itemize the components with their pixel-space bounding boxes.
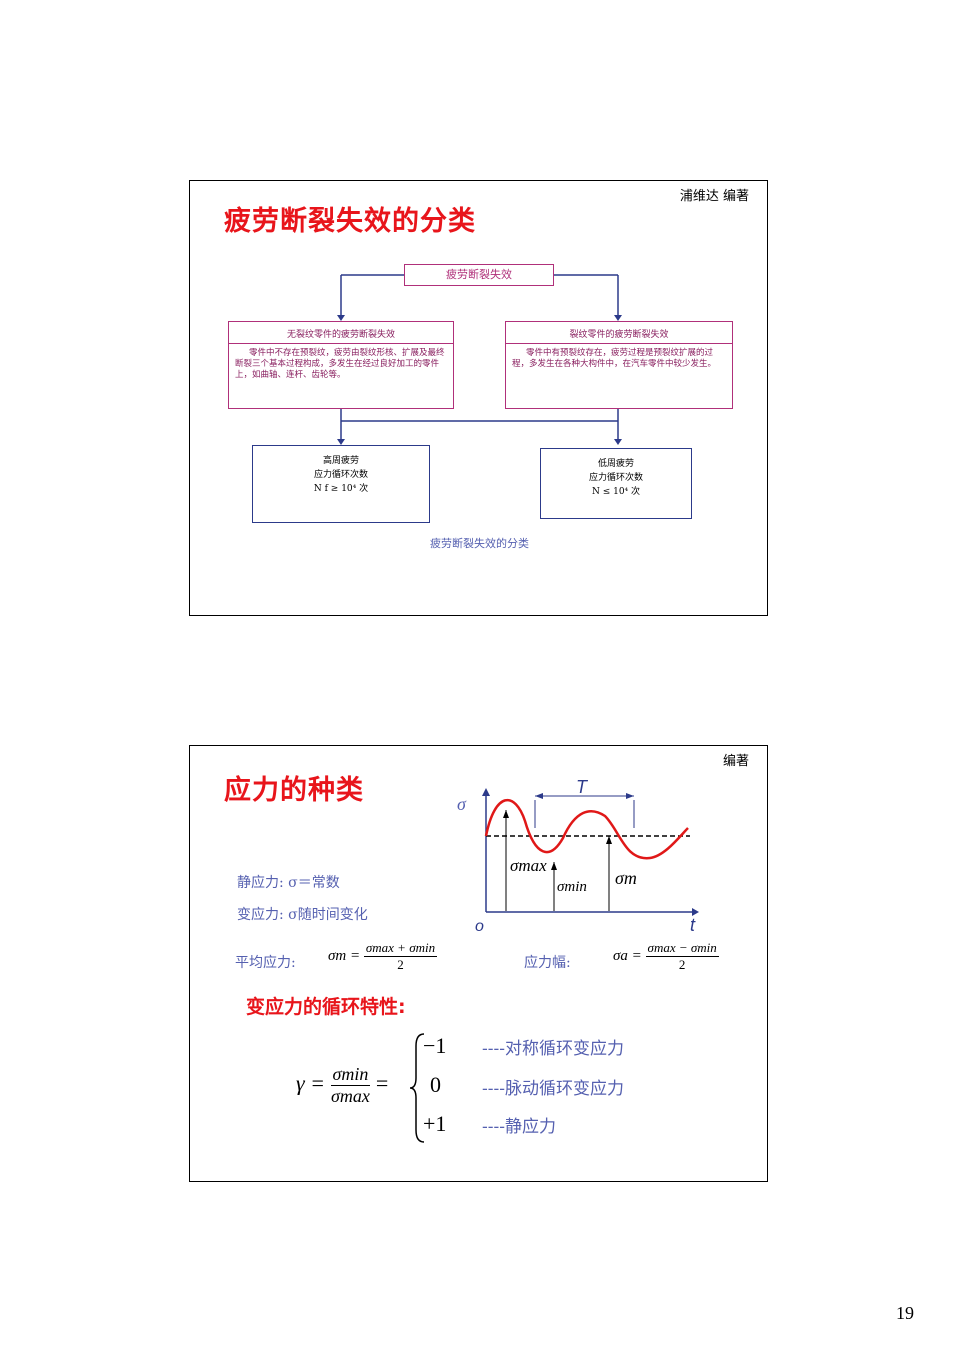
gamma-lhs: γ = [296, 1070, 326, 1096]
root-node: 疲劳断裂失效 [404, 264, 554, 286]
high-cycle-name: 高周疲劳 [322, 456, 359, 466]
mean-stress-denominator: 2 [397, 957, 404, 972]
high-cycle-condition: N f ≥ 10⁴ 次 [313, 484, 369, 494]
mean-stress-formula: σm = σmax + σmin 2 [328, 940, 438, 973]
gamma-equals: = [375, 1070, 389, 1096]
low-cycle-name: 低周疲劳 [597, 459, 634, 469]
node-crack: 裂纹零件的疲劳断裂失效 零件中有预裂纹存在，疲劳过程是预裂纹扩展的过程，多发生在… [505, 321, 733, 409]
case-desc-1: ----对称循环变应力 [482, 1039, 624, 1059]
static-stress-def: 静应力: σ＝常数 [237, 875, 340, 891]
high-cycle-metric: 应力循环次数 [313, 470, 368, 480]
node-no-crack-desc: 零件中不存在预裂纹，疲劳由裂纹形核、扩展及最终断裂三个基本过程构成，多发生在经过… [235, 348, 445, 380]
sigma-min-label: σmin [557, 879, 587, 895]
node-no-crack: 无裂纹零件的疲劳断裂失效 零件中不存在预裂纹，疲劳由裂纹形核、扩展及最终断裂三个… [228, 321, 454, 409]
mean-stress-lhs: σm = [328, 947, 361, 964]
variable-stress-def: 变应力: σ随时间变化 [237, 907, 368, 923]
flowchart-connectors [337, 274, 622, 445]
period-label: T [576, 777, 589, 797]
slide-title: 应力的种类 [224, 775, 364, 806]
gamma-denominator: σmax [331, 1086, 370, 1106]
case-value-3: +1 [423, 1111, 447, 1136]
slide-author: 浦维达 编著 [679, 189, 749, 204]
stress-time-graph: σ t o T σmax σmin σm [457, 777, 699, 935]
sigma-mean-label: σm [615, 868, 637, 888]
case-value-2: 0 [430, 1072, 441, 1097]
y-axis-label: σ [457, 794, 467, 814]
amplitude-formula: σa = σmax − σmin 2 [613, 940, 719, 973]
low-cycle-metric: 应力循环次数 [588, 473, 643, 483]
amplitude-label: 应力幅: [524, 955, 571, 971]
x-axis-label: t [690, 915, 696, 935]
mean-stress-label: 平均应力: [235, 955, 296, 971]
node-crack-title: 裂纹零件的疲劳断裂失效 [506, 322, 732, 344]
figure-caption: 疲劳断裂失效的分类 [430, 537, 529, 550]
slide-fatigue-classification: 浦维达 编著 疲劳断裂失效的分类 疲劳断裂失效 无裂纹零件的疲劳断裂失效 零件中… [189, 180, 768, 616]
amplitude-lhs: σa = [613, 947, 642, 964]
cycle-ratio-formula: γ = σmin σmax = [296, 1064, 388, 1107]
sigma-max-label: σmax [510, 856, 547, 875]
low-cycle-condition: N ≤ 10⁴ 次 [591, 487, 641, 497]
page-number: 19 [896, 1303, 914, 1323]
origin-label: o [475, 918, 484, 935]
case-desc-2: ----脉动循环变应力 [482, 1079, 624, 1099]
node-crack-desc: 零件中有预裂纹存在，疲劳过程是预裂纹扩展的过程，多发生在各种大构件中，在汽车零件… [512, 348, 717, 369]
slide-author: 编著 [722, 754, 749, 769]
node-high-cycle: 高周疲劳 应力循环次数 N f ≥ 10⁴ 次 [252, 445, 430, 523]
cycle-characteristic-title: 变应力的循环特性: [246, 996, 406, 1018]
amplitude-denominator: 2 [678, 957, 686, 972]
case-desc-3: ----静应力 [482, 1117, 556, 1137]
amplitude-numerator: σmax − σmin [645, 940, 719, 957]
node-low-cycle: 低周疲劳 应力循环次数 N ≤ 10⁴ 次 [540, 448, 692, 519]
node-no-crack-title: 无裂纹零件的疲劳断裂失效 [229, 322, 453, 344]
slide-title: 疲劳断裂失效的分类 [224, 206, 476, 237]
gamma-numerator: σmin [330, 1064, 371, 1086]
slide-stress-types: 编著 应力的种类 静应力: σ＝常数 变应力: σ随时间变化 σ t o T σ… [189, 745, 768, 1182]
case-value-1: −1 [423, 1033, 447, 1058]
mean-stress-numerator: σmax + σmin [363, 940, 438, 957]
cases-brace [409, 1033, 425, 1143]
